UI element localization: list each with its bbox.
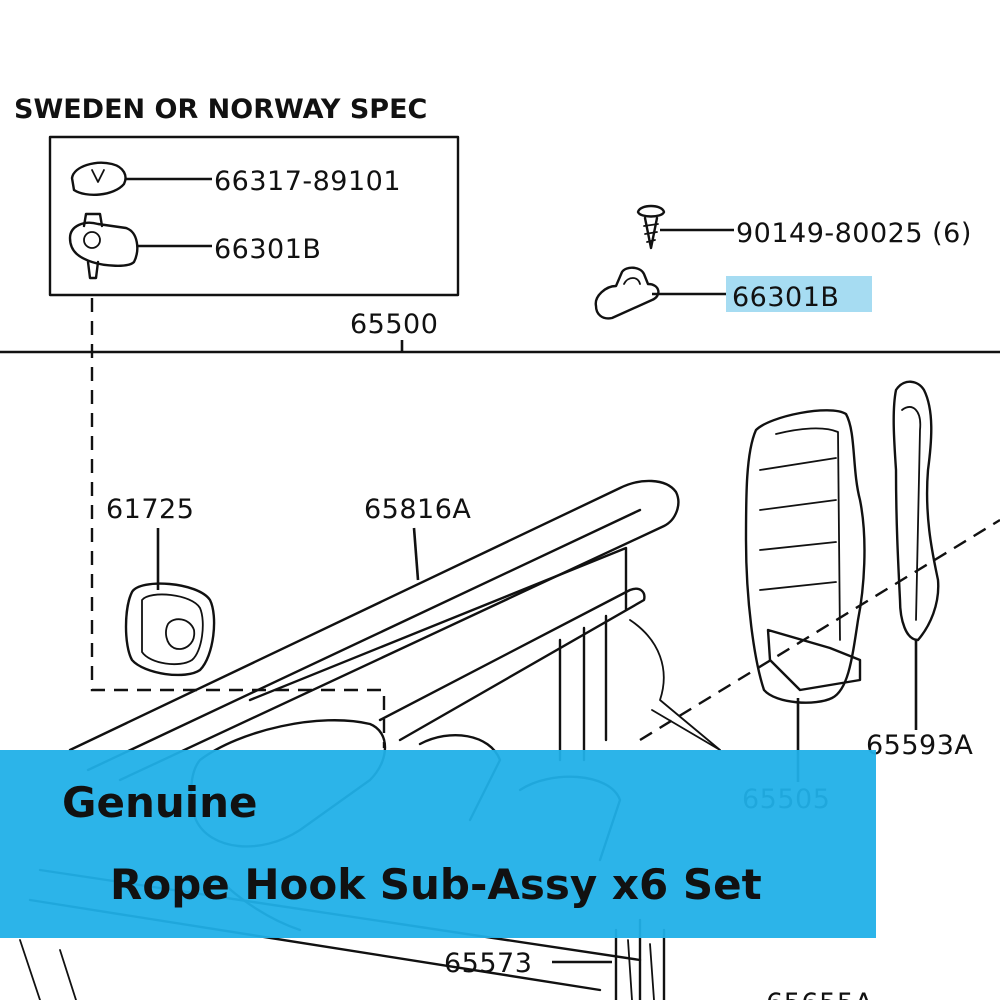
label-65655a: 65655A: [766, 988, 873, 1000]
label-65816a: 65816A: [364, 494, 471, 525]
label-66301b-box: 66301B: [214, 234, 321, 265]
banner-subtitle-product: Rope Hook Sub-Assy x6 Set: [110, 860, 762, 909]
label-65573: 65573: [444, 948, 532, 979]
spec-box: [48, 135, 460, 297]
gusset-part-icon: [892, 380, 940, 642]
banner-title-genuine: Genuine: [62, 778, 258, 827]
label-61725: 61725: [106, 494, 194, 525]
tail-panel-part-icon: [744, 409, 866, 704]
label-65500: 65500: [350, 309, 438, 340]
label-66301b-highlighted: 66301B: [732, 282, 839, 313]
label-66317-89101: 66317-89101: [214, 166, 401, 197]
part-number-highlight: [726, 276, 872, 312]
spec-heading: SWEDEN OR NORWAY SPEC: [14, 94, 427, 125]
leader-65816a: [412, 527, 420, 581]
plug-part-icon: [124, 582, 216, 677]
screw-icon: [636, 204, 666, 250]
label-90149-80025: 90149-80025 (6): [736, 218, 972, 249]
alignment-dash-line: [639, 518, 1000, 742]
label-65593a: 65593A: [866, 730, 973, 761]
clip-part-icon: [70, 161, 127, 196]
product-banner: [0, 750, 876, 938]
bed-rail-part-icon: [68, 479, 721, 782]
rope-hook-icon: [594, 266, 660, 320]
hook-part-box-icon: [68, 212, 139, 280]
